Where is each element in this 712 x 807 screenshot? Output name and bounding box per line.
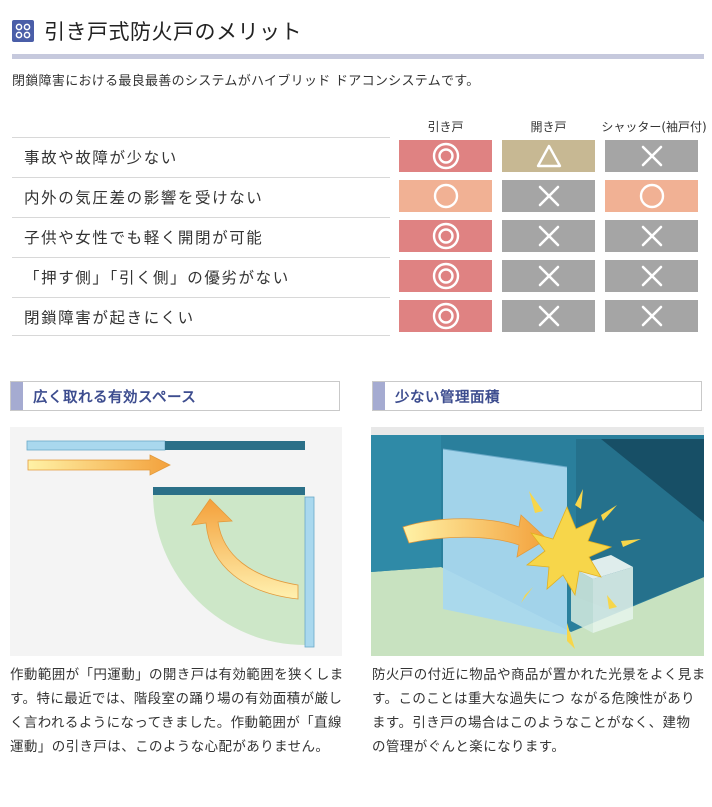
- cross-mark-icon: [605, 140, 698, 172]
- table-row-label: 子供や女性でも軽く開閉が可能: [12, 217, 390, 255]
- section-heading-text: 少ない管理面積: [395, 389, 500, 406]
- cross-mark-icon: [502, 300, 595, 332]
- intro-text: 閉鎖障害における最良最善のシステムがハイブリッド ドアコンシステムです。: [12, 74, 480, 89]
- heading-accent-bar: [11, 382, 23, 410]
- cross-mark-icon: [502, 260, 595, 292]
- table-row-label: 内外の気圧差の影響を受けない: [12, 177, 390, 215]
- circle-mark-icon: [605, 180, 698, 212]
- triangle-mark-icon: [502, 140, 595, 172]
- section-caption: 防火戸の付近に物品や商品が置かれた光景をよく見ます。このことは重大な過失につ な…: [372, 667, 706, 755]
- title-divider: [12, 54, 704, 59]
- section-heading-management: 少ない管理面積: [372, 381, 702, 411]
- table-row-label: 閉鎖障害が起きにくい: [12, 297, 390, 335]
- section-heading-text: 広く取れる有効スペース: [33, 389, 197, 406]
- table-row-label: 「押す側」「引く側」の優劣がない: [12, 257, 390, 295]
- section-caption: 作動範囲が「円運動」の開き戸は有効範囲を狭くします。特に最近では、階段室の踊り場…: [10, 667, 344, 755]
- section-heading-space: 広く取れる有効スペース: [10, 381, 340, 411]
- column-header-swing-door: 開き戸: [530, 120, 567, 134]
- table-row-label: 事故や故障が少ない: [12, 137, 390, 175]
- fire-door-obstruction-illustration: [371, 427, 704, 656]
- page-title: 引き戸式防火戸のメリット: [44, 20, 302, 44]
- column-header-sliding-door: 引き戸: [427, 120, 464, 134]
- circle-mark-icon: [399, 180, 492, 212]
- cross-mark-icon: [605, 260, 698, 292]
- heading-accent-bar: [373, 382, 385, 410]
- double-circle-mark-icon: [399, 300, 492, 332]
- cross-mark-icon: [605, 300, 698, 332]
- double-circle-mark-icon: [399, 260, 492, 292]
- cross-mark-icon: [502, 220, 595, 252]
- cross-mark-icon: [502, 180, 595, 212]
- double-circle-mark-icon: [399, 220, 492, 252]
- cross-mark-icon: [605, 220, 698, 252]
- grid-icon: [12, 20, 34, 42]
- double-circle-mark-icon: [399, 140, 492, 172]
- page-title-bar: 引き戸式防火戸のメリット: [12, 16, 302, 46]
- column-header-shutter: シャッター(袖戸付): [601, 120, 707, 134]
- table-bottom-rule: [12, 335, 390, 336]
- sliding-vs-swing-illustration: [10, 427, 342, 656]
